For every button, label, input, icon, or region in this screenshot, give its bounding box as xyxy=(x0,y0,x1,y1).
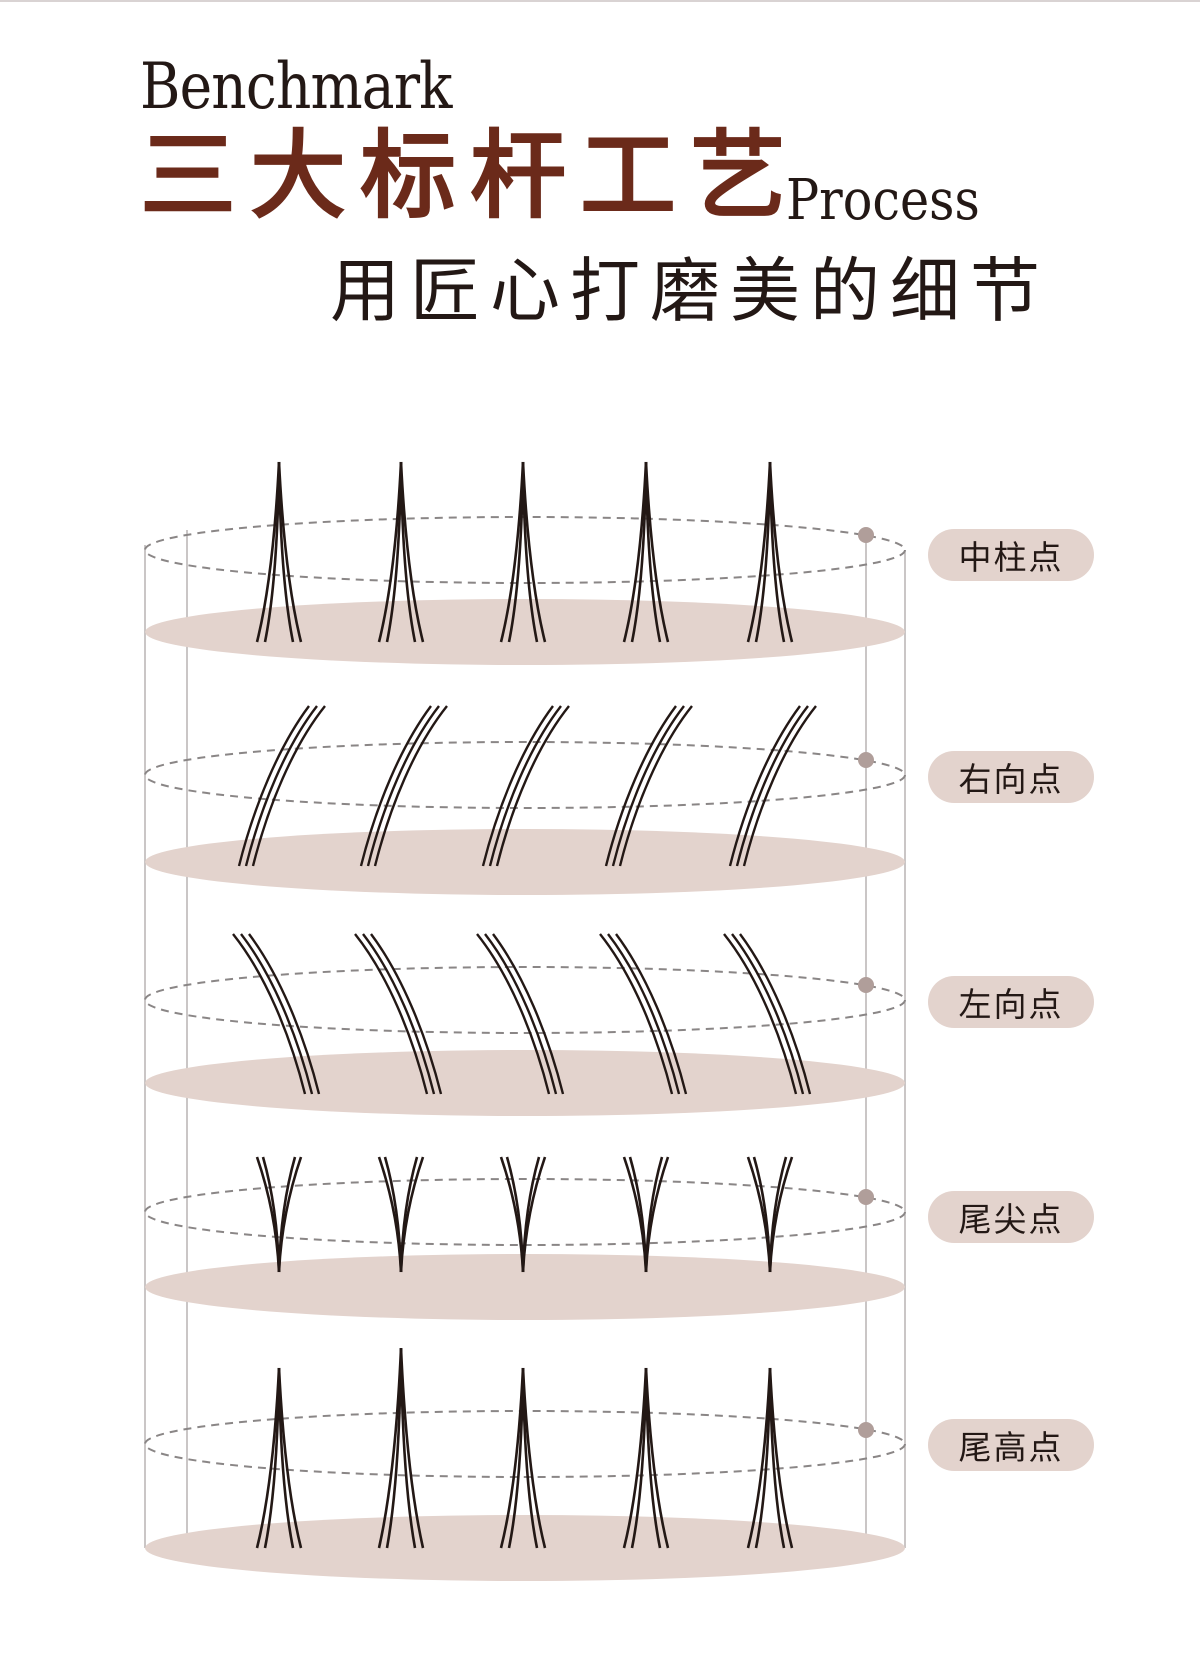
label-center-pillar: 中柱点 xyxy=(928,529,1094,581)
label-tail-tip: 尾尖点 xyxy=(928,1191,1094,1243)
label-tail-high: 尾高点 xyxy=(928,1419,1094,1471)
label-right-leaning: 右向点 xyxy=(928,751,1094,803)
subtitle: 用匠心打磨美的细节 xyxy=(330,250,1050,332)
title-chinese: 三大标杆工艺 xyxy=(140,119,800,232)
label-left-leaning: 左向点 xyxy=(928,976,1094,1028)
layer-tail-high xyxy=(144,1346,906,1581)
title-process: Process xyxy=(786,168,980,233)
layer-center-pillar xyxy=(144,460,906,665)
layer-right-leaning xyxy=(144,704,906,895)
title-english: Benchmark xyxy=(140,50,453,124)
layer-left-leaning xyxy=(144,932,906,1116)
top-border xyxy=(0,0,1200,2)
layer-tail-tip xyxy=(144,1155,906,1320)
